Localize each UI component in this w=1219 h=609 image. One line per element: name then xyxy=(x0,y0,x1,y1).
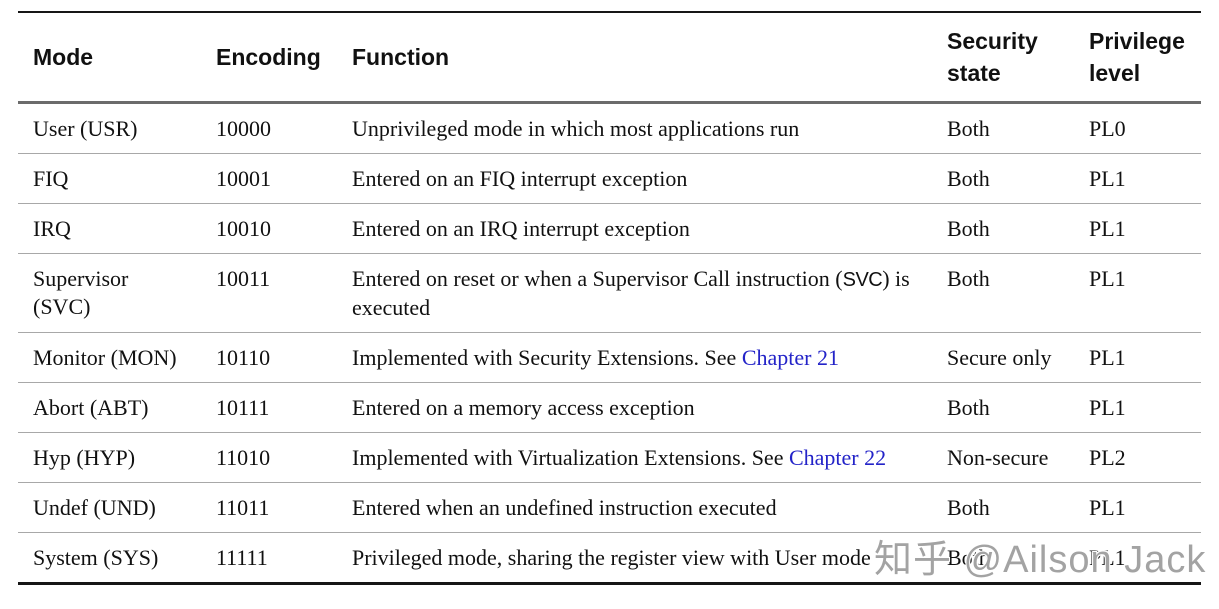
security-state-cell: Both xyxy=(947,116,990,141)
mode-text-line2: (SVC) xyxy=(33,294,91,319)
encoding-cell: 11010 xyxy=(216,432,352,483)
table-row-user: User (USR) 10000 Unprivileged mode in wh… xyxy=(18,103,1201,154)
privilege-level-cell: PL1 xyxy=(1089,253,1201,333)
mode-cell: User (USR) xyxy=(33,116,138,141)
function-text-post: ) is executed xyxy=(352,266,910,320)
privilege-level-cell: PL1 xyxy=(1089,332,1201,383)
function-text: Entered when an undefined instruction ex… xyxy=(352,495,777,520)
table-row-abort: Abort (ABT) 10111 Entered on a memory ac… xyxy=(18,382,1201,433)
privilege-level-cell: PL1 xyxy=(1089,382,1201,433)
mode-cell: IRQ xyxy=(18,203,216,254)
privilege-level-cell: PL1 xyxy=(1089,153,1201,204)
mode-cell: Undef (UND) xyxy=(18,482,216,533)
chapter-21-link[interactable]: Chapter 21 xyxy=(741,345,839,370)
function-cell: Implemented with Security Extensions. Se… xyxy=(352,332,947,383)
encoding-cell: 10001 xyxy=(216,153,352,204)
table-row-undef: Undef (UND) 11011 Entered when an undefi… xyxy=(18,482,1201,533)
encoding-cell: 11111 xyxy=(216,532,352,584)
function-text: Entered on a memory access exception xyxy=(352,395,695,420)
encoding-cell: 11011 xyxy=(216,482,352,533)
encoding-cell: 10011 xyxy=(216,253,352,333)
security-state-cell: Both xyxy=(947,532,1089,584)
encoding-cell: 10111 xyxy=(216,382,352,433)
mode-cell: Supervisor (SVC) xyxy=(18,253,216,333)
security-state-cell: Both xyxy=(947,253,1089,333)
function-cell: Entered on reset or when a Supervisor Ca… xyxy=(352,253,947,333)
function-cell: Unprivileged mode in which most applicat… xyxy=(352,103,947,154)
function-text: Privileged mode, sharing the register vi… xyxy=(352,545,871,570)
function-cell: Implemented with Virtualization Extensio… xyxy=(352,432,947,483)
column-header-privilege-level: Privilege level xyxy=(1089,12,1201,104)
security-state-cell: Both xyxy=(947,382,1089,433)
security-state-cell: Both xyxy=(947,482,1089,533)
table-row-monitor: Monitor (MON) 10110 Implemented with Sec… xyxy=(18,332,1201,383)
column-header-encoding: Encoding xyxy=(216,12,352,104)
table-row-system: System (SYS) 11111 Privileged mode, shar… xyxy=(18,532,1201,584)
encoding-cell: 10010 xyxy=(216,203,352,254)
column-header-mode: Mode xyxy=(18,12,216,104)
security-state-cell: Both xyxy=(947,153,1089,204)
arm-processor-modes-table: Mode Encoding Function Security state Pr… xyxy=(18,11,1201,585)
function-text: Entered on an IRQ interrupt exception xyxy=(352,216,690,241)
table-row-hyp: Hyp (HYP) 11010 Implemented with Virtual… xyxy=(18,432,1201,483)
function-text: Entered on reset or when a Supervisor Ca… xyxy=(352,266,843,291)
column-header-function: Function xyxy=(352,12,947,104)
security-state-cell: Non-secure xyxy=(947,432,1089,483)
security-state-cell: Both xyxy=(947,203,1089,254)
function-cell: Entered when an undefined instruction ex… xyxy=(352,482,947,533)
encoding-cell: 10000 xyxy=(216,116,271,141)
function-text: Implemented with Virtualization Extensio… xyxy=(352,445,789,470)
privilege-level-cell: PL0 xyxy=(1089,116,1126,141)
function-cell: Privileged mode, sharing the register vi… xyxy=(352,532,947,584)
function-cell: Entered on an FIQ interrupt exception xyxy=(352,153,947,204)
table-row-supervisor: Supervisor (SVC) 10011 Entered on reset o… xyxy=(18,253,1201,333)
encoding-cell: 10110 xyxy=(216,332,352,383)
privilege-level-cell: PL1 xyxy=(1089,482,1201,533)
function-text: Unprivileged mode in which most applicat… xyxy=(352,116,800,141)
privilege-level-cell: PL2 xyxy=(1089,432,1201,483)
privilege-level-cell: PL1 xyxy=(1089,203,1201,254)
function-cell: Entered on a memory access exception xyxy=(352,382,947,433)
mode-cell: Abort (ABT) xyxy=(18,382,216,433)
mode-cell: System (SYS) xyxy=(18,532,216,584)
chapter-22-link[interactable]: Chapter 22 xyxy=(788,445,887,470)
svc-inline-code: SVC xyxy=(842,269,883,291)
header-row: Mode Encoding Function Security state Pr… xyxy=(18,12,1201,104)
mode-cell: Monitor (MON) xyxy=(18,332,216,383)
mode-cell: Hyp (HYP) xyxy=(18,432,216,483)
mode-cell: FIQ xyxy=(18,153,216,204)
function-text: Entered on an FIQ interrupt exception xyxy=(352,166,688,191)
table-row-irq: IRQ 10010 Entered on an IRQ interrupt ex… xyxy=(18,203,1201,254)
table-row-fiq: FIQ 10001 Entered on an FIQ interrupt ex… xyxy=(18,153,1201,204)
privilege-level-cell: PL1 xyxy=(1089,532,1201,584)
function-cell: Entered on an IRQ interrupt exception xyxy=(352,203,947,254)
security-state-cell: Secure only xyxy=(947,332,1089,383)
function-text: Implemented with Security Extensions. Se… xyxy=(352,345,742,370)
column-header-security-state: Security state xyxy=(947,12,1089,104)
mode-text: Supervisor xyxy=(33,266,129,291)
